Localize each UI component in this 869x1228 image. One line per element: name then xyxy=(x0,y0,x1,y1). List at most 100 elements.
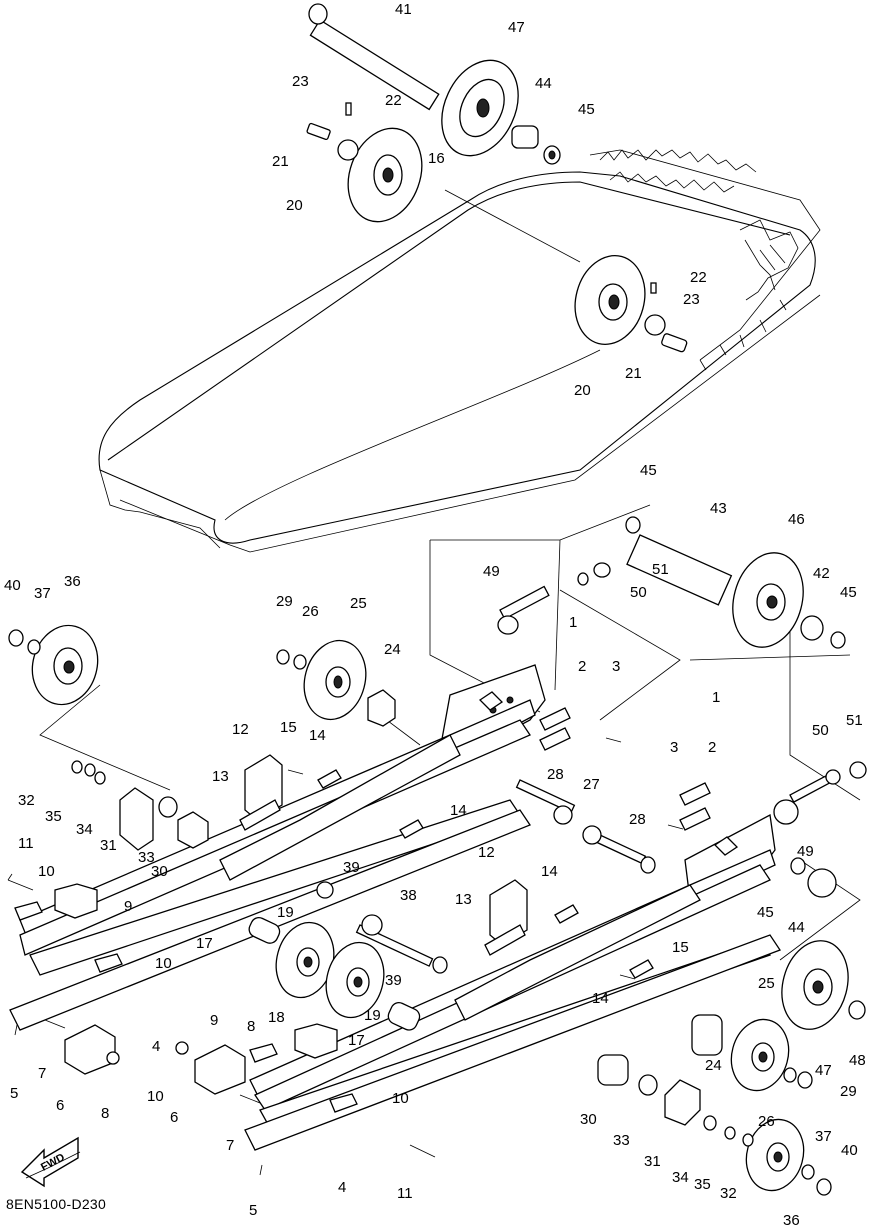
callout-48: 48 xyxy=(849,1052,866,1069)
middle-wheel-assembly xyxy=(574,255,688,353)
callout-10: 10 xyxy=(38,863,55,880)
callout-51: 51 xyxy=(846,712,863,729)
callout-20: 20 xyxy=(574,382,591,399)
callout-31: 31 xyxy=(644,1153,661,1170)
callout-23: 23 xyxy=(683,291,700,308)
callout-44: 44 xyxy=(535,75,552,92)
callout-45: 45 xyxy=(840,584,857,601)
fwd-arrow-icon: FWD xyxy=(20,1136,81,1188)
callout-29: 29 xyxy=(840,1083,857,1100)
diagram-code: 8EN5100-D230 xyxy=(6,1196,107,1212)
callout-19: 19 xyxy=(364,1007,381,1024)
callout-26: 26 xyxy=(302,603,319,620)
left-slide-rail xyxy=(9,664,546,1031)
callout-30: 30 xyxy=(580,1111,597,1128)
callout-4: 4 xyxy=(338,1179,346,1196)
callout-15: 15 xyxy=(280,719,297,736)
callout-43: 43 xyxy=(710,500,727,517)
callout-49: 49 xyxy=(483,563,500,580)
callout-36: 36 xyxy=(783,1212,800,1228)
callout-14: 14 xyxy=(592,990,609,1007)
callout-11: 11 xyxy=(18,835,34,852)
callout-42: 42 xyxy=(813,565,830,582)
callout-2: 2 xyxy=(578,658,586,675)
callout-5: 5 xyxy=(249,1202,257,1219)
callout-44: 44 xyxy=(788,919,805,936)
left-idler-wheel xyxy=(8,624,99,706)
callout-11: 11 xyxy=(397,1185,413,1202)
callout-2: 2 xyxy=(708,739,716,756)
callout-31: 31 xyxy=(100,837,117,854)
callout-28: 28 xyxy=(547,766,564,783)
callout-21: 21 xyxy=(625,365,642,382)
callout-41: 41 xyxy=(395,1,412,18)
callout-34: 34 xyxy=(672,1169,689,1186)
callout-22: 22 xyxy=(385,92,402,109)
callout-35: 35 xyxy=(45,808,62,825)
callout-7: 7 xyxy=(226,1137,234,1154)
callout-4: 4 xyxy=(152,1038,160,1055)
callout-40: 40 xyxy=(841,1142,858,1159)
callout-45: 45 xyxy=(640,462,657,479)
callout-45: 45 xyxy=(578,101,595,118)
callout-16: 16 xyxy=(428,150,445,167)
callout-32: 32 xyxy=(720,1185,737,1202)
callout-14: 14 xyxy=(450,802,467,819)
callout-33: 33 xyxy=(138,849,155,866)
callout-33: 33 xyxy=(613,1132,630,1149)
callout-8: 8 xyxy=(247,1018,255,1035)
callout-20: 20 xyxy=(286,197,303,214)
callout-1: 1 xyxy=(569,614,577,631)
callout-39: 39 xyxy=(343,859,360,876)
right-rear-wheel xyxy=(497,516,846,649)
callout-10: 10 xyxy=(147,1088,164,1105)
callout-3: 3 xyxy=(670,739,678,756)
callout-21: 21 xyxy=(272,153,289,170)
callout-51: 51 xyxy=(652,561,669,578)
callout-14: 14 xyxy=(309,727,326,744)
callout-34: 34 xyxy=(76,821,93,838)
callout-38: 38 xyxy=(400,887,417,904)
callout-8: 8 xyxy=(101,1105,109,1122)
callout-26: 26 xyxy=(758,1113,775,1130)
callout-50: 50 xyxy=(812,722,829,739)
callout-30: 30 xyxy=(151,863,168,880)
small-fasteners xyxy=(7,737,684,1176)
left-front-parts xyxy=(14,760,358,1113)
callout-45: 45 xyxy=(757,904,774,921)
callout-3: 3 xyxy=(612,658,620,675)
callout-47: 47 xyxy=(508,19,525,36)
callout-17: 17 xyxy=(196,935,213,952)
upper-center-wheel xyxy=(276,639,396,727)
callout-24: 24 xyxy=(384,641,401,658)
callout-18: 18 xyxy=(268,1009,285,1026)
callout-12: 12 xyxy=(478,844,495,861)
callout-12: 12 xyxy=(232,721,249,738)
callout-9: 9 xyxy=(210,1012,218,1029)
callout-23: 23 xyxy=(292,73,309,90)
callout-10: 10 xyxy=(155,955,172,972)
callout-13: 13 xyxy=(212,768,229,785)
callout-19: 19 xyxy=(277,904,294,921)
callout-40: 40 xyxy=(4,577,21,594)
callout-6: 6 xyxy=(56,1097,64,1114)
callout-28: 28 xyxy=(629,811,646,828)
callout-39: 39 xyxy=(385,972,402,989)
upper-axle-assembly xyxy=(306,3,561,223)
callout-37: 37 xyxy=(815,1128,832,1145)
callout-27: 27 xyxy=(583,776,600,793)
callout-25: 25 xyxy=(350,595,367,612)
callout-13: 13 xyxy=(455,891,472,908)
callout-17: 17 xyxy=(348,1032,365,1049)
callout-35: 35 xyxy=(694,1176,711,1193)
mid-wheels xyxy=(275,921,421,1031)
callout-32: 32 xyxy=(18,792,35,809)
callout-25: 25 xyxy=(758,975,775,992)
callout-9: 9 xyxy=(124,898,132,915)
callout-37: 37 xyxy=(34,585,51,602)
callout-7: 7 xyxy=(38,1065,46,1082)
callout-50: 50 xyxy=(630,584,647,601)
callout-24: 24 xyxy=(705,1057,722,1074)
